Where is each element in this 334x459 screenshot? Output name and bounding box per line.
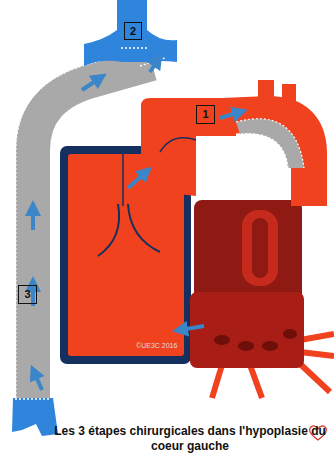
callout-box: 1 [196, 105, 215, 124]
anastomosis-line [121, 47, 148, 48]
vein-ostium [238, 341, 254, 351]
callout-number: 1 [202, 109, 208, 120]
septum-line [98, 204, 119, 256]
left-atrium [190, 292, 304, 368]
septum-line [128, 204, 160, 252]
callout-number: 2 [130, 26, 136, 37]
callout-box: 2 [124, 22, 142, 40]
flow-arrow [150, 60, 158, 72]
vein-ostium [262, 341, 278, 351]
callout-number: 3 [24, 289, 30, 300]
head-vessel [282, 84, 296, 104]
valve [160, 138, 196, 152]
patch-edge [236, 119, 304, 168]
anastomosis-line [15, 398, 51, 399]
hypoplastic-aorta-lumen [252, 218, 268, 278]
copyright-watermark: ©UE3C 2016 [136, 342, 177, 349]
hypoplastic-aorta [242, 210, 278, 286]
superior-vena-cava [84, 0, 177, 66]
head-vessel [258, 80, 274, 102]
flow-arrow [180, 326, 204, 330]
flow-arrow [34, 372, 42, 390]
flow-arrow [82, 78, 100, 90]
inferior-vena-cava [12, 398, 58, 436]
flow-arrow [31, 208, 35, 230]
neo-aorta-root [141, 98, 236, 196]
arch-patch [236, 119, 304, 168]
flow-arrow [128, 172, 146, 188]
vein-ostium [214, 335, 230, 345]
septum-line [122, 150, 124, 206]
vein-ostium [283, 329, 297, 339]
flow-arrow [220, 112, 240, 118]
left-ventricle [194, 200, 302, 302]
caption: Les 3 étapes chirurgicales dans l'hypopl… [52, 424, 328, 454]
flow-arrow [31, 284, 35, 306]
callout-box: 3 [18, 285, 37, 304]
